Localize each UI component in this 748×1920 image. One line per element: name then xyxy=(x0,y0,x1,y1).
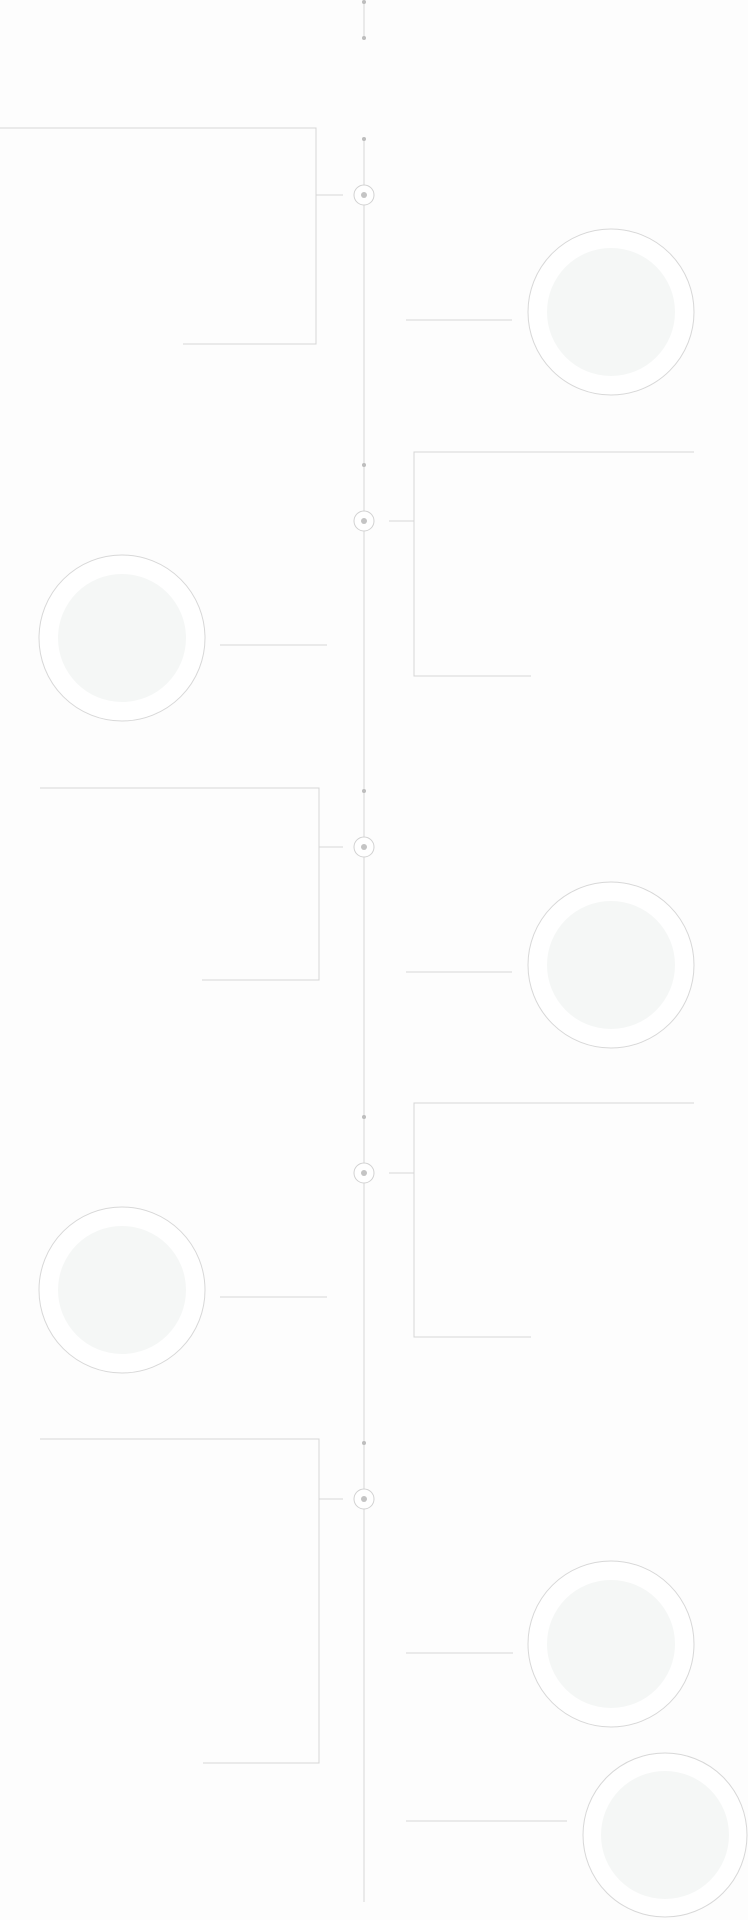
timeline-extra-image xyxy=(406,1752,748,1918)
timeline-dot xyxy=(362,36,366,40)
image-circle-fill xyxy=(58,574,186,702)
image-placeholder-icon xyxy=(38,554,206,722)
content-card-frame xyxy=(413,1102,694,1338)
timeline-entry-1 xyxy=(0,127,695,396)
timeline-node-center xyxy=(361,844,367,850)
timeline-entry-2 xyxy=(38,451,694,722)
timeline-dot xyxy=(362,463,366,467)
timeline-dot xyxy=(362,137,366,141)
timeline-node-center xyxy=(361,1496,367,1502)
image-circle-fill xyxy=(547,1580,675,1708)
content-card-frame xyxy=(413,451,694,677)
timeline-entry-5 xyxy=(40,1438,695,1764)
timeline-node-center xyxy=(361,192,367,198)
image-placeholder-icon xyxy=(582,1752,748,1918)
image-circle-fill xyxy=(547,901,675,1029)
image-circle-fill xyxy=(547,248,675,376)
content-card-frame xyxy=(40,1438,320,1764)
content-card-frame xyxy=(40,787,320,981)
image-placeholder-icon xyxy=(38,1206,206,1374)
timeline-entry-3 xyxy=(40,787,695,1049)
timeline-dot xyxy=(362,789,366,793)
timeline-dot xyxy=(362,1441,366,1445)
image-circle-fill xyxy=(58,1226,186,1354)
content-card-frame xyxy=(0,127,317,345)
timeline-entry-4 xyxy=(38,1102,694,1374)
timeline-dot xyxy=(362,1115,366,1119)
timeline-node-center xyxy=(361,1170,367,1176)
image-circle-fill xyxy=(601,1771,729,1899)
timeline-node-center xyxy=(361,518,367,524)
image-placeholder-icon xyxy=(527,228,695,396)
timeline-dot xyxy=(362,0,366,4)
image-placeholder-icon xyxy=(527,881,695,1049)
image-placeholder-icon xyxy=(527,1560,695,1728)
